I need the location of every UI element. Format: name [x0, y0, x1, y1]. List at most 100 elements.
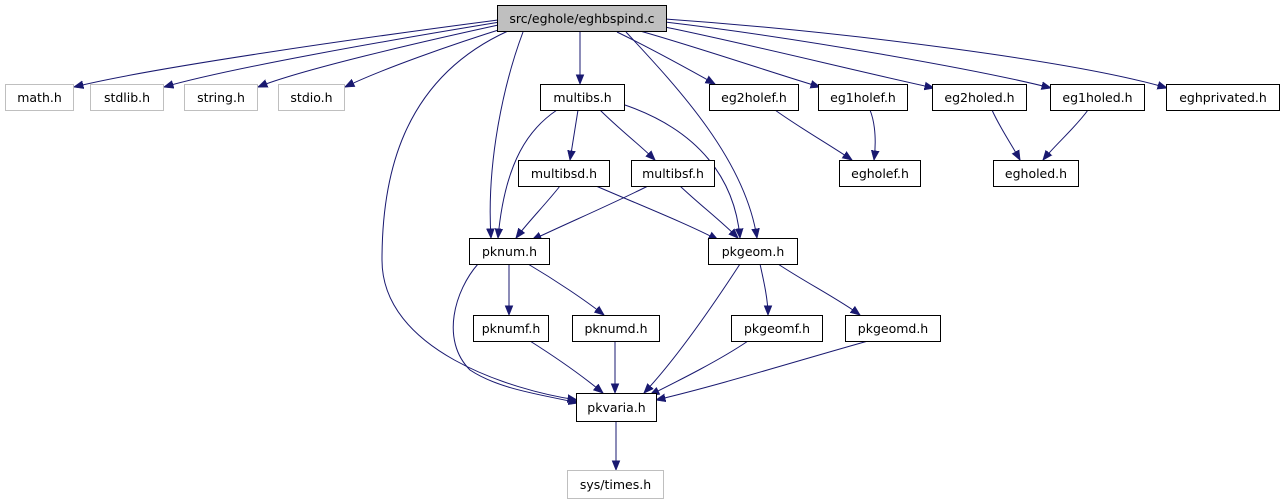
node-pkgeomd[interactable]: pkgeomd.h [845, 315, 941, 342]
edge-root-to-pknum [490, 31, 524, 238]
node-pkgeom[interactable]: pkgeom.h [708, 238, 798, 265]
node-label-multibs: multibs.h [553, 90, 611, 105]
node-stdio: stdio.h [278, 84, 345, 111]
node-box-pkgeom [708, 238, 798, 265]
node-box-pknum [469, 238, 550, 265]
edge-multibs-to-multibsf [599, 109, 655, 160]
node-systimes: sys/times.h [567, 470, 664, 499]
node-multibsd[interactable]: multibsd.h [518, 160, 610, 187]
node-box-pkgeomd [845, 315, 941, 342]
edge-pkgeom-to-pkgeomd [777, 263, 860, 315]
node-root[interactable]: src/eghole/eghbspind.c [497, 5, 667, 32]
node-box-pkvaria [576, 393, 657, 422]
edge-root-to-math [74, 19, 499, 87]
node-label-eghprivated: eghprivated.h [1179, 90, 1267, 105]
node-label-egholef: egholef.h [851, 166, 909, 181]
node-eg1holef[interactable]: eg1holef.h [818, 84, 908, 111]
node-box-systimes [567, 470, 664, 499]
nodes-layer: src/eghole/eghbspind.c math.h stdlib.h stri… [5, 5, 1280, 499]
node-label-stdio: stdio.h [290, 90, 332, 105]
edge-multibs-to-multibsd [570, 109, 579, 160]
node-pknumd[interactable]: pknumd.h [572, 315, 660, 342]
edge-pknum-to-pkvaria [452, 263, 578, 403]
node-box-stdio [278, 84, 345, 111]
node-box-string [184, 84, 258, 111]
edge-root-to-stdio [345, 26, 509, 87]
node-eg2holed[interactable]: eg2holed.h [932, 84, 1027, 111]
edges-layer [74, 18, 1167, 470]
edge-multibsf-to-pkgeom [679, 185, 738, 238]
edge-multibs-to-pknum [498, 109, 558, 238]
node-string: string.h [184, 84, 258, 111]
node-label-egholed: egholed.h [1005, 166, 1067, 181]
node-pknumf[interactable]: pknumf.h [473, 315, 549, 342]
node-egholed[interactable]: egholed.h [993, 160, 1079, 187]
node-box-eg2holed [932, 84, 1027, 111]
node-label-pkvaria: pkvaria.h [587, 400, 645, 415]
node-box-eg1holed [1050, 84, 1145, 111]
edge-root-to-eghprivated [664, 18, 1167, 88]
node-box-math [5, 84, 74, 111]
node-egholef[interactable]: egholef.h [839, 160, 921, 187]
edge-pkgeomd-to-pkvaria [656, 340, 869, 400]
edge-pkgeomf-to-pkvaria [650, 340, 749, 395]
edge-root-to-eg2holed [659, 25, 934, 88]
node-math: math.h [5, 84, 74, 111]
node-label-stdlib: stdlib.h [104, 90, 150, 105]
edge-multibsf-to-pknum [532, 185, 649, 240]
edge-root-to-stdlib [164, 21, 501, 87]
node-box-stdlib [90, 84, 164, 111]
node-box-pknumf [473, 315, 549, 342]
node-label-string: string.h [197, 90, 245, 105]
edge-root-to-eg1holed [664, 21, 1051, 88]
edge-eg1holed-to-egholed [1043, 109, 1089, 160]
node-label-multibsf: multibsf.h [642, 166, 704, 181]
edge-eg2holef-to-egholef [774, 109, 852, 160]
edge-pkgeom-to-pkvaria [644, 263, 741, 393]
node-label-multibsd: multibsd.h [531, 166, 597, 181]
node-multibsf[interactable]: multibsf.h [631, 160, 715, 187]
edge-multibs-to-pkgeom [621, 103, 740, 238]
node-box-egholef [839, 160, 921, 187]
node-label-eg2holed: eg2holed.h [944, 90, 1014, 105]
node-box-multibs [540, 84, 625, 111]
node-label-root: src/eghole/eghbspind.c [509, 11, 654, 26]
edge-eg2holed-to-egholed [991, 109, 1020, 160]
edge-pknum-to-pknumd [527, 263, 604, 315]
node-label-pkgeom: pkgeom.h [722, 244, 785, 259]
node-eg1holed[interactable]: eg1holed.h [1050, 84, 1145, 111]
node-label-systimes: sys/times.h [580, 477, 651, 492]
node-label-pknum: pknum.h [482, 244, 537, 259]
node-pkvaria[interactable]: pkvaria.h [576, 393, 657, 422]
node-eg2holef[interactable]: eg2holef.h [709, 84, 799, 111]
node-label-pknumd: pknumd.h [584, 321, 647, 336]
node-pkgeomf[interactable]: pkgeomf.h [731, 315, 823, 342]
node-label-eg1holef: eg1holef.h [830, 90, 896, 105]
node-eghprivated[interactable]: eghprivated.h [1166, 84, 1280, 111]
edge-multibsd-to-pkgeom [595, 185, 718, 240]
edge-root-to-eg2holef [616, 31, 715, 84]
node-label-pknumf: pknumf.h [482, 321, 541, 336]
edge-pkgeom-to-pkgeomf [759, 263, 768, 315]
node-multibs[interactable]: multibs.h [540, 84, 625, 111]
edge-root-to-pkgeom [625, 31, 757, 238]
node-box-egholed [993, 160, 1079, 187]
node-box-eg2holef [709, 84, 799, 111]
edge-root-to-string [258, 23, 504, 88]
node-pknum[interactable]: pknum.h [469, 238, 550, 265]
node-label-pkgeomf: pkgeomf.h [744, 321, 810, 336]
node-box-pknumd [572, 315, 660, 342]
edge-eg1holef-to-egholef [869, 109, 875, 160]
node-label-pkgeomd: pkgeomd.h [858, 321, 928, 336]
edge-pknumf-to-pkvaria [529, 340, 603, 393]
edge-root-to-eg1holef [639, 30, 820, 87]
edge-root-to-pkvaria [381, 30, 577, 400]
node-box-root [497, 5, 667, 32]
node-label-math: math.h [17, 90, 62, 105]
node-box-multibsd [518, 160, 610, 187]
node-label-eg2holef: eg2holef.h [721, 90, 787, 105]
node-box-eghprivated [1166, 84, 1280, 111]
node-stdlib: stdlib.h [90, 84, 164, 111]
node-box-multibsf [631, 160, 715, 187]
